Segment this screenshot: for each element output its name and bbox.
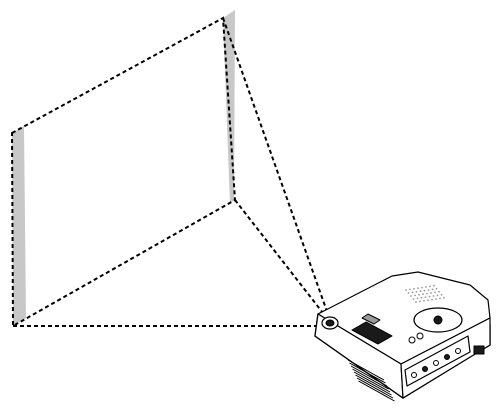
connector-port <box>433 360 439 366</box>
connector-port <box>422 366 428 372</box>
vent-hole <box>409 288 411 291</box>
indicator-strip <box>361 313 381 325</box>
vent-slot <box>355 374 392 396</box>
connector-port <box>411 372 417 378</box>
beam-line-top-left <box>222 17 331 321</box>
projected-image-outline <box>10 16 237 328</box>
vent-slot <box>350 365 388 387</box>
screen-left-shade <box>12 126 26 326</box>
front-vent-slots <box>347 359 395 402</box>
vent-hole <box>415 290 418 293</box>
vent-hole <box>421 286 423 289</box>
adjust-foot <box>473 345 485 355</box>
vent-hole <box>413 287 415 290</box>
vent-hole <box>443 296 445 299</box>
beam-line-bottom-right <box>234 199 331 323</box>
vent-hole <box>433 284 435 287</box>
vent-hole <box>428 295 431 298</box>
vent-hole <box>422 293 424 296</box>
connector-port <box>455 348 461 354</box>
vent-hole <box>432 295 435 297</box>
vent-hole <box>435 287 438 290</box>
vent-hole <box>423 299 425 302</box>
vent-hole <box>411 291 414 294</box>
vent-hole <box>429 285 431 288</box>
status-panel <box>351 321 393 345</box>
projector <box>314 271 491 402</box>
vent-hole <box>419 290 422 293</box>
vent-hole <box>416 297 419 300</box>
vent-hole <box>431 298 433 301</box>
vent-slot <box>352 368 389 390</box>
vent-slot <box>356 377 394 399</box>
vent-hole <box>405 289 407 291</box>
vent-hole <box>419 300 421 303</box>
zoom-knob <box>416 332 424 340</box>
vent-hole <box>440 293 443 296</box>
vent-hole <box>420 296 423 299</box>
vent-grille <box>405 284 445 303</box>
vent-hole <box>436 294 439 297</box>
vent-hole <box>423 289 426 292</box>
vent-hole <box>434 291 436 294</box>
vent-hole <box>427 289 430 291</box>
vent-hole <box>417 287 419 290</box>
vent-hole <box>415 301 417 303</box>
vent-hole <box>438 290 440 293</box>
vent-hole <box>418 293 420 296</box>
vent-hole <box>435 298 437 300</box>
vent-slot <box>353 371 391 393</box>
projector-lens <box>321 316 339 330</box>
vent-hole <box>426 292 428 295</box>
vent-hole <box>407 292 410 294</box>
vent-hole <box>425 286 427 288</box>
connector-port <box>444 354 450 360</box>
vent-slot <box>347 359 385 381</box>
vent-hole <box>427 299 429 302</box>
vent-hole <box>439 297 441 300</box>
vent-hole <box>412 298 415 300</box>
vent-slot <box>349 362 386 384</box>
connector-ports <box>411 348 461 378</box>
vent-hole <box>424 296 427 299</box>
vent-slot <box>358 380 395 402</box>
vent-hole <box>431 288 434 291</box>
control-center-button <box>433 315 443 325</box>
vent-hole <box>414 294 416 297</box>
vent-hole <box>430 292 432 294</box>
focus-knob <box>408 336 416 344</box>
vent-hole <box>410 295 412 297</box>
